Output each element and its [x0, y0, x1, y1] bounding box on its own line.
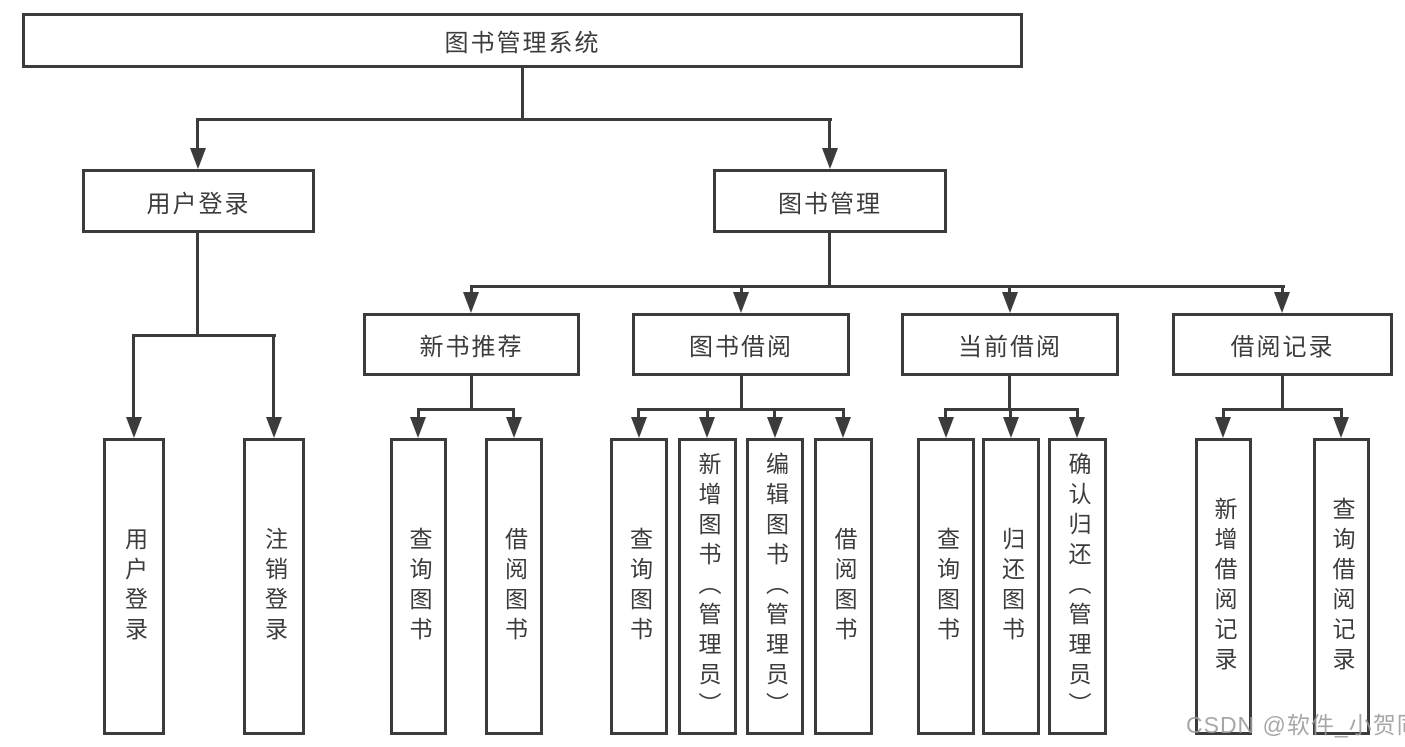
- node-leaf-borrow-books: 借阅图书: [814, 438, 873, 735]
- connector-arrow-g4c: [1076, 408, 1079, 422]
- connector-user-login-bar: [132, 334, 276, 337]
- arrowhead-g2b: [506, 417, 522, 438]
- connector-arrow-borrow-record: [1281, 285, 1284, 297]
- connector-arrow-leaf-logout: [272, 334, 275, 420]
- node-leaf-logout: 注销登录: [243, 438, 305, 735]
- node-leaf-query-books-borrow: 查询图书: [610, 438, 668, 735]
- arrowhead-g5a: [1215, 417, 1231, 438]
- node-book-borrow: 图书借阅: [632, 313, 850, 376]
- connector-recommend-stem: [470, 376, 473, 411]
- connector-arrow-g3d: [842, 408, 845, 422]
- connector-level3-bar: [470, 285, 1285, 288]
- connector-borrow-record-stem: [1281, 376, 1284, 411]
- connector-root-stem: [521, 68, 524, 120]
- node-leaf-query-borrow-record: 查询借阅记录: [1313, 438, 1370, 735]
- node-new-book-recommend: 新书推荐: [363, 313, 580, 376]
- connector-borrow-record-bar: [1222, 408, 1343, 411]
- node-leaf-edit-books-admin: 编辑图书（管理员）: [746, 438, 804, 735]
- connector-arrow-leaf-user-login: [132, 334, 135, 420]
- node-book-management: 图书管理: [713, 169, 947, 233]
- csdn-watermark: CSDN @软件_小贺同学: [1186, 712, 1405, 738]
- connector-current-borrow-stem: [1008, 376, 1011, 411]
- connector-arrow-g3b: [706, 408, 709, 422]
- arrowhead-g2a: [410, 417, 426, 438]
- arrowhead-leaf-logout: [266, 417, 282, 438]
- connector-book-borrow-bar: [637, 408, 845, 411]
- connector-arrow-g3c: [773, 408, 776, 422]
- connector-arrow-g4a: [944, 408, 947, 422]
- connector-book-borrow-stem: [740, 376, 743, 411]
- connector-book-management-stem: [828, 233, 831, 287]
- node-leaf-add-borrow-record: 新增借阅记录: [1195, 438, 1252, 735]
- node-leaf-return-books: 归还图书: [982, 438, 1040, 735]
- arrowhead-g4c: [1069, 417, 1085, 438]
- arrowhead-g3c: [767, 417, 783, 438]
- node-leaf-confirm-return-admin: 确认归还（管理员）: [1048, 438, 1107, 735]
- node-leaf-query-books-recommend: 查询图书: [390, 438, 447, 735]
- arrowhead-current-borrow: [1002, 292, 1018, 313]
- arrowhead-borrow-record: [1274, 292, 1290, 313]
- arrowhead-g5b: [1333, 417, 1349, 438]
- connector-arrow-new-book-recommend: [470, 285, 473, 297]
- arrowhead-new-book-recommend: [463, 292, 479, 313]
- connector-arrow-g2a: [417, 408, 420, 422]
- arrowhead-g3b: [699, 417, 715, 438]
- connector-arrow-user-login: [196, 118, 199, 152]
- node-root-library-system: 图书管理系统: [22, 13, 1023, 68]
- node-leaf-user-login: 用户登录: [103, 438, 165, 735]
- arrowhead-g3d: [835, 417, 851, 438]
- node-borrow-record: 借阅记录: [1172, 313, 1393, 376]
- connector-level2-bar: [196, 118, 832, 121]
- connector-arrow-book-borrow: [740, 285, 743, 297]
- connector-arrow-book-management: [828, 118, 831, 152]
- connector-arrow-g5a: [1222, 408, 1225, 422]
- node-leaf-query-books-current: 查询图书: [917, 438, 975, 735]
- arrowhead-g4a: [938, 417, 954, 438]
- node-leaf-borrow-books-recommend: 借阅图书: [485, 438, 543, 735]
- connector-arrow-g5b: [1340, 408, 1343, 422]
- connector-arrow-current-borrow: [1008, 285, 1011, 297]
- node-leaf-add-books-admin: 新增图书（管理员）: [678, 438, 737, 735]
- connector-arrow-g2b: [512, 408, 515, 422]
- connector-user-login-stem: [196, 233, 199, 337]
- arrowhead-leaf-user-login: [126, 417, 142, 438]
- arrowhead-book-management: [822, 148, 838, 169]
- arrowhead-book-borrow: [733, 292, 749, 313]
- connector-recommend-bar: [417, 408, 515, 411]
- connector-arrow-g3a: [637, 408, 640, 422]
- arrowhead-g4b: [1003, 417, 1019, 438]
- node-current-borrow: 当前借阅: [901, 313, 1119, 376]
- arrowhead-g3a: [631, 417, 647, 438]
- node-user-login: 用户登录: [82, 169, 315, 233]
- connector-arrow-g4b: [1009, 408, 1012, 422]
- arrowhead-user-login: [190, 148, 206, 169]
